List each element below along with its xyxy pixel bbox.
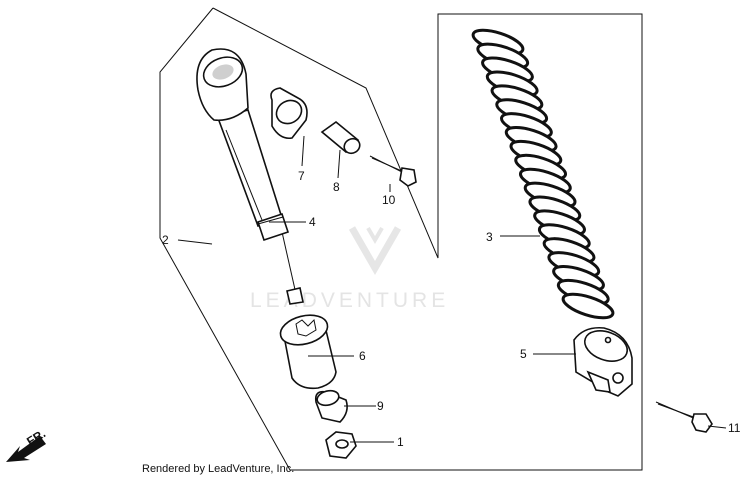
nut-part-1 — [325, 431, 357, 459]
callout-10: 10 — [382, 193, 396, 207]
callouts: 2 4 7 8 10 3 5 6 9 1 11 — [162, 169, 741, 449]
callout-9: 9 — [377, 399, 384, 413]
collar-part-8 — [320, 120, 361, 155]
callout-2: 2 — [162, 233, 169, 247]
footer-credit: Rendered by LeadVenture, Inc. — [142, 463, 294, 475]
watermark: LEADVENTURE — [250, 226, 449, 312]
bolt-part-10 — [369, 155, 417, 187]
front-arrow-icon — [6, 436, 46, 462]
shock-assembly-outline — [159, 7, 643, 471]
rubber-bushing-part-9 — [314, 389, 348, 423]
front-direction-indicator: FR. — [6, 426, 48, 462]
callout-7: 7 — [298, 169, 305, 183]
watermark-text: LEADVENTURE — [250, 289, 449, 312]
coil-spring-part-3 — [471, 28, 615, 320]
shock-upper-outline — [212, 7, 643, 466]
watermark-logo-icon — [348, 226, 402, 276]
rubber-boot-part-6 — [279, 314, 337, 390]
callout-1: 1 — [397, 435, 404, 449]
spring-coil — [561, 292, 615, 320]
bushing-part-7 — [270, 87, 308, 140]
callout-4: 4 — [309, 215, 316, 229]
callout-5: 5 — [520, 347, 527, 361]
shock-absorber-body — [196, 48, 304, 305]
callout-6: 6 — [359, 349, 366, 363]
spring-seat-part-5 — [573, 326, 633, 397]
leader-lines — [177, 135, 727, 443]
callout-8: 8 — [333, 180, 340, 194]
callout-3: 3 — [486, 230, 493, 244]
callout-11: 11 — [728, 421, 741, 435]
bolt-part-11 — [655, 401, 713, 433]
